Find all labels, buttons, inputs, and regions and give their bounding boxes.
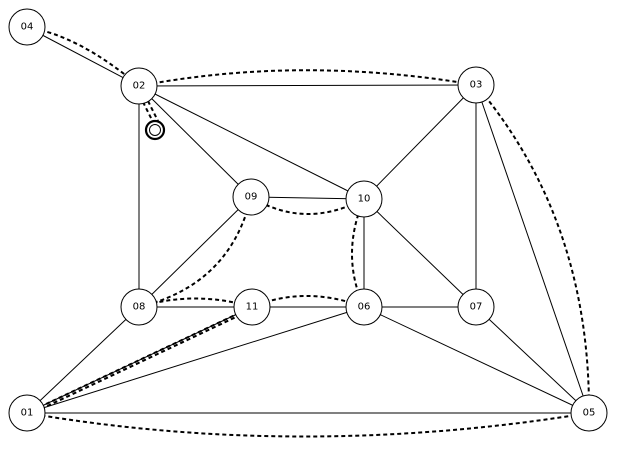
node-label: 03 <box>470 80 483 91</box>
node-05: 05 <box>570 394 608 432</box>
node-circle <box>8 394 46 432</box>
node-circle <box>8 8 46 46</box>
edge-02-09 <box>138 85 252 198</box>
node-label: 08 <box>133 302 146 313</box>
node-01: 01 <box>8 394 46 432</box>
path-segment-05-01 <box>26 412 590 438</box>
path-segment-08-11 <box>138 297 253 308</box>
node-label: 09 <box>245 192 258 203</box>
node-04: 04 <box>8 8 46 46</box>
node-label: 11 <box>246 302 259 313</box>
edge-06-05 <box>363 306 590 414</box>
edge-03-10 <box>363 84 477 200</box>
path-segment-01-11 <box>26 306 253 414</box>
node-circle <box>233 288 271 326</box>
edge-02-10 <box>138 85 365 200</box>
dashed-path-edges <box>26 26 591 438</box>
node-circle <box>457 288 495 326</box>
node-circle <box>120 288 158 326</box>
edge-06-01 <box>26 306 365 414</box>
node-label: 04 <box>21 22 34 33</box>
path-segment-01-11 <box>40 316 237 410</box>
node-circle <box>345 180 383 218</box>
node-label: 10 <box>358 194 371 205</box>
path-segment-03-05 <box>475 84 591 414</box>
start-marker <box>144 119 166 141</box>
node-08: 08 <box>120 288 158 326</box>
edge-08-01 <box>26 306 140 414</box>
graph-nodes: 01 02 03 04 05 06 07 08 09 10 11 <box>8 8 608 432</box>
marker-inner-ring <box>149 124 161 136</box>
node-circle <box>345 288 383 326</box>
edge-09-10 <box>250 196 365 200</box>
node-circle <box>457 66 495 104</box>
edge-02-03 <box>138 84 477 87</box>
edge-10-07 <box>363 198 477 308</box>
node-10: 10 <box>345 180 383 218</box>
edge-04-02 <box>26 26 140 87</box>
node-09: 09 <box>232 178 270 216</box>
node-circle <box>120 67 158 105</box>
marker-outer-ring <box>144 119 166 141</box>
node-circle <box>570 394 608 432</box>
node-label: 01 <box>21 408 34 419</box>
node-07: 07 <box>457 288 495 326</box>
edge-03-05 <box>475 84 590 414</box>
path-segment-02-marker <box>142 100 159 123</box>
node-02: 02 <box>120 67 158 105</box>
node-11: 11 <box>233 288 271 326</box>
path-segment-04-02 <box>26 26 140 87</box>
node-label: 02 <box>133 81 146 92</box>
node-03: 03 <box>457 66 495 104</box>
edge-07-05 <box>475 306 590 414</box>
node-label: 07 <box>470 302 483 313</box>
node-label: 05 <box>583 408 596 419</box>
path-segment-02-03 <box>138 69 477 87</box>
node-06: 06 <box>345 288 383 326</box>
solid-edges <box>26 26 590 414</box>
node-label: 06 <box>358 302 371 313</box>
edge-09-08 <box>138 196 252 308</box>
node-circle <box>232 178 270 216</box>
